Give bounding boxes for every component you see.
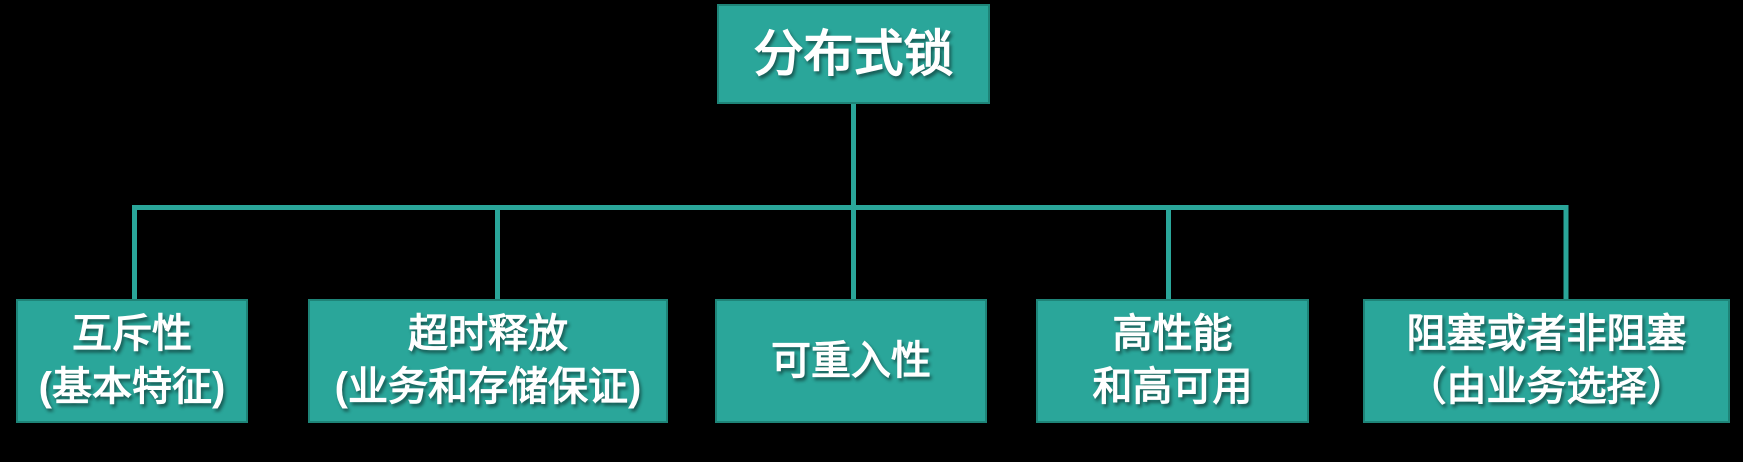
node-root: 分布式锁: [717, 4, 990, 104]
node-timeout-release-label: 超时释放 (业务和存储保证): [334, 312, 642, 409]
node-high-performance-availability: 高性能 和高可用: [1036, 299, 1309, 423]
node-blocking-nonblocking: 阻塞或者非阻塞 （由业务选择）: [1363, 299, 1730, 423]
node-reentrancy: 可重入性: [715, 299, 987, 423]
node-reentrancy-label: 可重入性: [771, 338, 931, 383]
node-mutual-exclusion: 互斥性 (基本特征): [16, 299, 248, 423]
node-high-performance-availability-label: 高性能 和高可用: [1092, 312, 1253, 409]
node-timeout-release: 超时释放 (业务和存储保证): [308, 299, 668, 423]
node-blocking-nonblocking-label: 阻塞或者非阻塞 （由业务选择）: [1406, 312, 1687, 409]
node-root-label: 分布式锁: [753, 25, 954, 82]
node-mutual-exclusion-label: 互斥性 (基本特征): [38, 312, 226, 409]
